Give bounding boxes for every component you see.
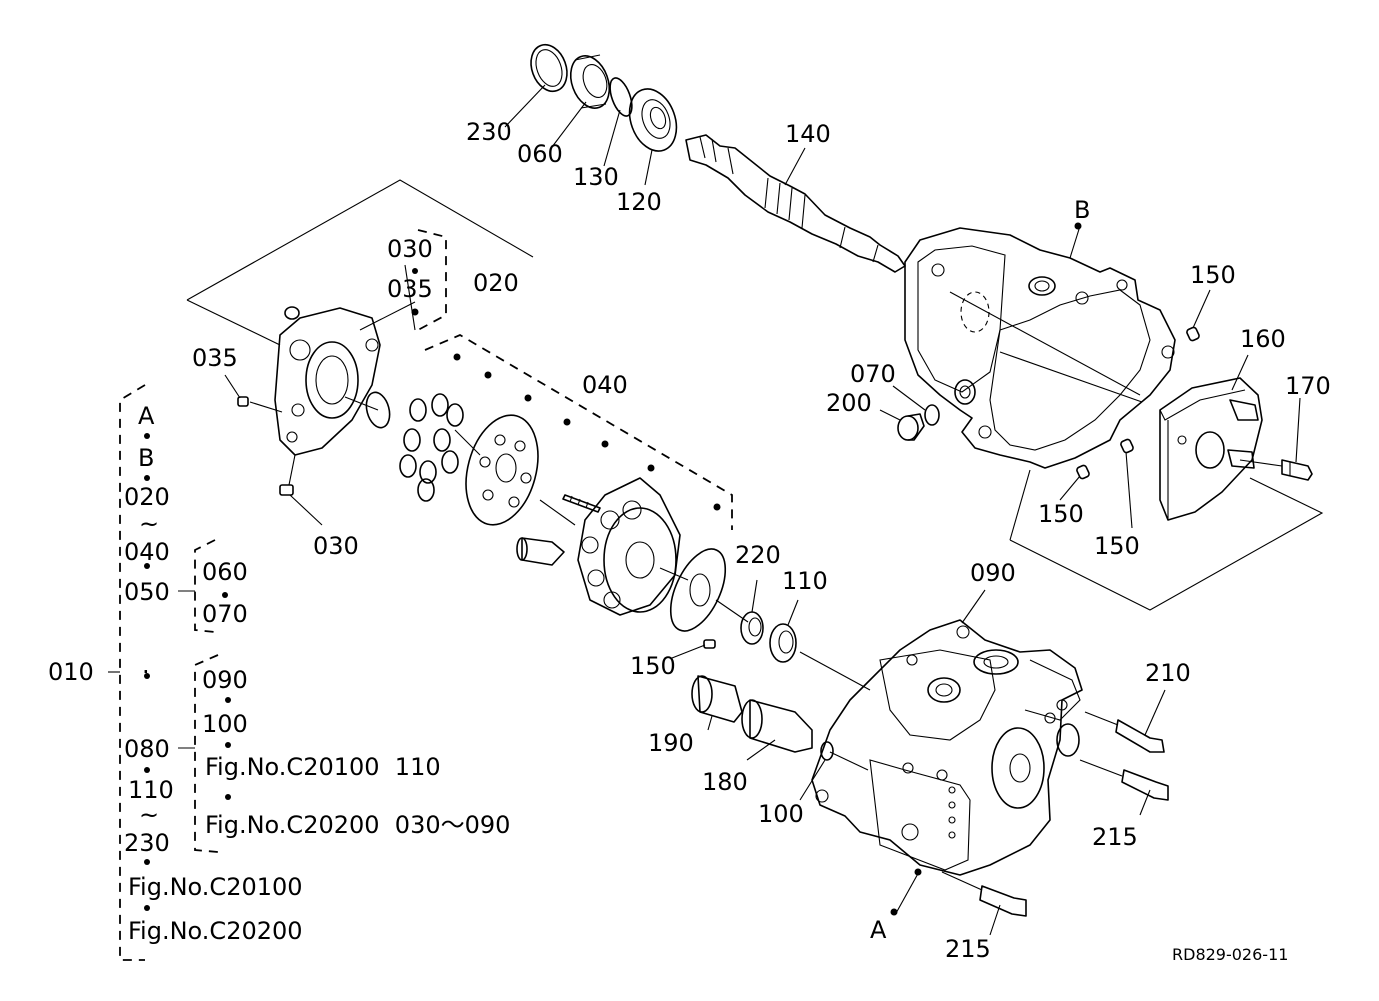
- cover-plate-035: [274, 307, 381, 456]
- bolt-215-bottom: [979, 885, 1027, 917]
- sleeve-190: [691, 675, 743, 723]
- kit-item-tilde-2: ~: [139, 801, 159, 829]
- label-a-bottom: A: [870, 916, 887, 944]
- label-190: 190: [648, 729, 694, 757]
- label-120: 120: [616, 188, 662, 216]
- dashed-group-040: [424, 333, 733, 530]
- leader-lines: [224, 84, 1301, 936]
- bearing-220: [740, 611, 764, 645]
- o-ring-small: [365, 391, 391, 429]
- kit-tree-brackets: [108, 384, 219, 961]
- plug-200: [897, 413, 925, 441]
- cylinder-block: [577, 477, 681, 616]
- label-150-b: 150: [1038, 500, 1084, 528]
- kit-item-tilde-1: ~: [139, 510, 159, 538]
- kit-item-b: B: [138, 444, 154, 472]
- diagram-reference-code: RD829-026-11: [1172, 945, 1288, 964]
- label-160: 160: [1240, 325, 1286, 353]
- o-ring-070: [924, 404, 940, 426]
- pin-150-b: [1076, 464, 1090, 480]
- bearing-110: [769, 623, 797, 663]
- bolt-170: [1281, 459, 1313, 481]
- kit-item-230: 230: [124, 829, 170, 857]
- snap-ring-230: [530, 43, 568, 93]
- kit-fig-ref-2: Fig.No.C20200: [128, 917, 303, 945]
- pin-030-top: [284, 306, 300, 320]
- label-040: 040: [582, 371, 628, 399]
- kit-tree: 010 A B 020 ~ 040 050 · 080 110 ~ 230 06…: [48, 402, 510, 945]
- label-200: 200: [826, 389, 872, 417]
- o-ring-100: [820, 741, 834, 761]
- kit-item-050: 050: [124, 578, 170, 606]
- spring: [562, 494, 601, 513]
- label-170: 170: [1285, 372, 1331, 400]
- piston-set: [399, 393, 464, 502]
- kit-sub080-100: 100: [202, 710, 248, 738]
- kit-item-110: 110: [128, 776, 174, 804]
- bolt-215-right: [1121, 769, 1169, 801]
- label-130: 130: [573, 163, 619, 191]
- kit-item-020: 020: [124, 483, 170, 511]
- label-140: 140: [785, 120, 831, 148]
- label-100: 100: [758, 800, 804, 828]
- screw-035-left: [237, 396, 249, 407]
- bearing-120: [628, 88, 678, 152]
- label-035-top: 035: [387, 275, 433, 303]
- swash-plate: [669, 548, 727, 632]
- boundary-lines: [186, 179, 1324, 611]
- bolt-210: [1115, 719, 1165, 753]
- label-220: 220: [735, 541, 781, 569]
- reference-dots: [144, 222, 1082, 916]
- housing-b: [904, 227, 1176, 469]
- pin-030-bottom: [279, 484, 294, 496]
- snap-ring-130: [609, 77, 633, 117]
- kit-fig-ref-1: Fig.No.C20100: [128, 873, 303, 901]
- housing-a: [811, 619, 1083, 876]
- pin-150-a: [1186, 326, 1200, 342]
- label-180: 180: [702, 768, 748, 796]
- label-070-right: 070: [850, 360, 896, 388]
- piston-180: [741, 699, 813, 753]
- oil-seal-060: [569, 54, 611, 109]
- kit-item-dot: ·: [142, 658, 150, 686]
- label-b-top: B: [1074, 196, 1090, 224]
- guide-pin: [516, 537, 565, 566]
- label-110: 110: [782, 567, 828, 595]
- label-030-top: 030: [387, 235, 433, 263]
- label-150-a: 150: [1190, 261, 1236, 289]
- label-090: 090: [970, 559, 1016, 587]
- dashed-group-020: [417, 229, 447, 331]
- label-060: 060: [517, 140, 563, 168]
- label-030-bottom: 030: [313, 532, 359, 560]
- label-150-c: 150: [1094, 532, 1140, 560]
- kit-item-040: 040: [124, 538, 170, 566]
- label-210: 210: [1145, 659, 1191, 687]
- kit-sub080-090: 090: [202, 666, 248, 694]
- kit-fig-line-2: Fig.No.C20200 030～090: [205, 811, 510, 839]
- part-labels: 230 060 130 120 140 B 150 160 170 070 20…: [192, 118, 1331, 963]
- kit-main-010: 010: [48, 658, 94, 686]
- pin-150-c: [1120, 438, 1134, 454]
- kit-fig-line-1: Fig.No.C20100 110: [205, 753, 441, 781]
- label-035-left: 035: [192, 344, 238, 372]
- kit-item-a: A: [138, 402, 155, 430]
- pin-150-d: [703, 639, 716, 649]
- label-215-b: 215: [945, 935, 991, 963]
- shaft-140: [685, 134, 906, 273]
- label-020: 020: [473, 269, 519, 297]
- plate-160: [1159, 377, 1263, 521]
- kit-sub050-070: 070: [202, 600, 248, 628]
- kit-item-080: 080: [124, 735, 170, 763]
- retainer-plate: [465, 414, 539, 526]
- label-150-d: 150: [630, 652, 676, 680]
- kit-sub050-060: 060: [202, 558, 248, 586]
- label-215-a: 215: [1092, 823, 1138, 851]
- label-230: 230: [466, 118, 512, 146]
